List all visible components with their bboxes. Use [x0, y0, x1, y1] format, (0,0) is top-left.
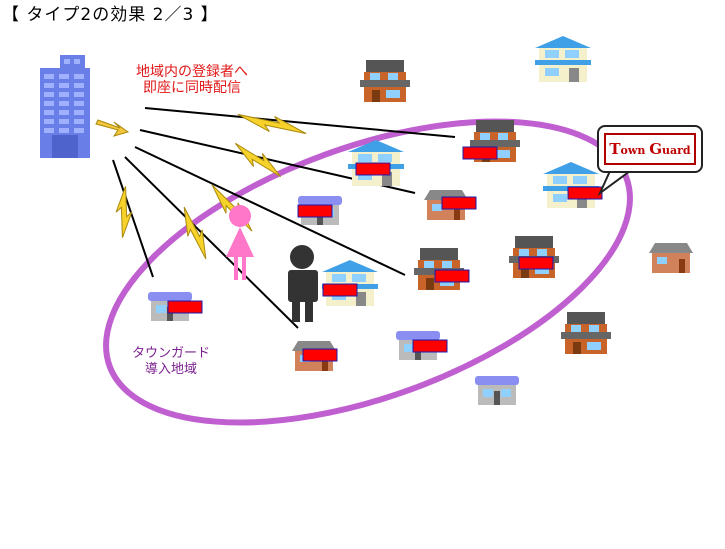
unregistered-person-icon [288, 245, 318, 322]
brand-callout: Town Guard [597, 125, 703, 173]
lightning-icon [237, 113, 307, 135]
area-caption-line-2: 導入地域 [145, 362, 198, 377]
area-caption: タウンガード 導入地域 [132, 346, 210, 378]
building-icon [40, 55, 90, 158]
house-icon [148, 292, 203, 321]
broadcast-arrow-icon [95, 119, 130, 137]
house-icon [348, 140, 404, 186]
house-icon [543, 162, 603, 208]
registered-tag [567, 186, 603, 200]
signal-line [144, 107, 456, 138]
registered-tag [518, 256, 554, 270]
broadcast-caption-line-1: 地域内の登録者へ [136, 64, 248, 80]
registered-tag [441, 196, 477, 210]
house-icon [475, 376, 519, 405]
house-icon [414, 248, 470, 290]
house-icon [297, 196, 342, 225]
house-icon [396, 331, 448, 360]
registered-tag [355, 162, 391, 176]
lightning-icon [115, 186, 133, 238]
house-icon [292, 341, 338, 371]
page-title: 【 タイプ2の効果 2／3 】 [2, 5, 219, 25]
house-icon [649, 243, 693, 273]
signal-line [124, 156, 299, 329]
coverage-area-ellipse [103, 118, 633, 426]
registered-person-icon [226, 205, 254, 280]
registered-tag [322, 283, 358, 297]
broadcast-caption-line-2: 即座に同時配信 [143, 80, 241, 96]
broadcast-caption: 地域内の登録者へ 即座に同時配信 [136, 64, 248, 96]
houses [148, 36, 693, 405]
registered-tag [167, 300, 203, 314]
registered-tag [434, 269, 470, 283]
registered-tag [297, 204, 333, 218]
signal-line [112, 159, 154, 278]
house-icon [535, 36, 591, 82]
area-caption-line-1: タウンガード [132, 346, 211, 361]
house-icon [360, 60, 410, 102]
lightning-icon [183, 206, 207, 260]
lightning-icon [234, 142, 282, 178]
registered-tag [462, 146, 498, 160]
registered-tag [412, 339, 448, 353]
lightning-bolts [115, 113, 307, 260]
brand-logo: Town Guard [604, 133, 696, 165]
house-icon [462, 120, 520, 162]
house-icon [424, 190, 477, 220]
house-icon [561, 312, 611, 354]
house-icon [322, 260, 378, 306]
registered-tag [302, 348, 338, 362]
signal-line [134, 146, 406, 276]
house-icon [509, 236, 559, 278]
